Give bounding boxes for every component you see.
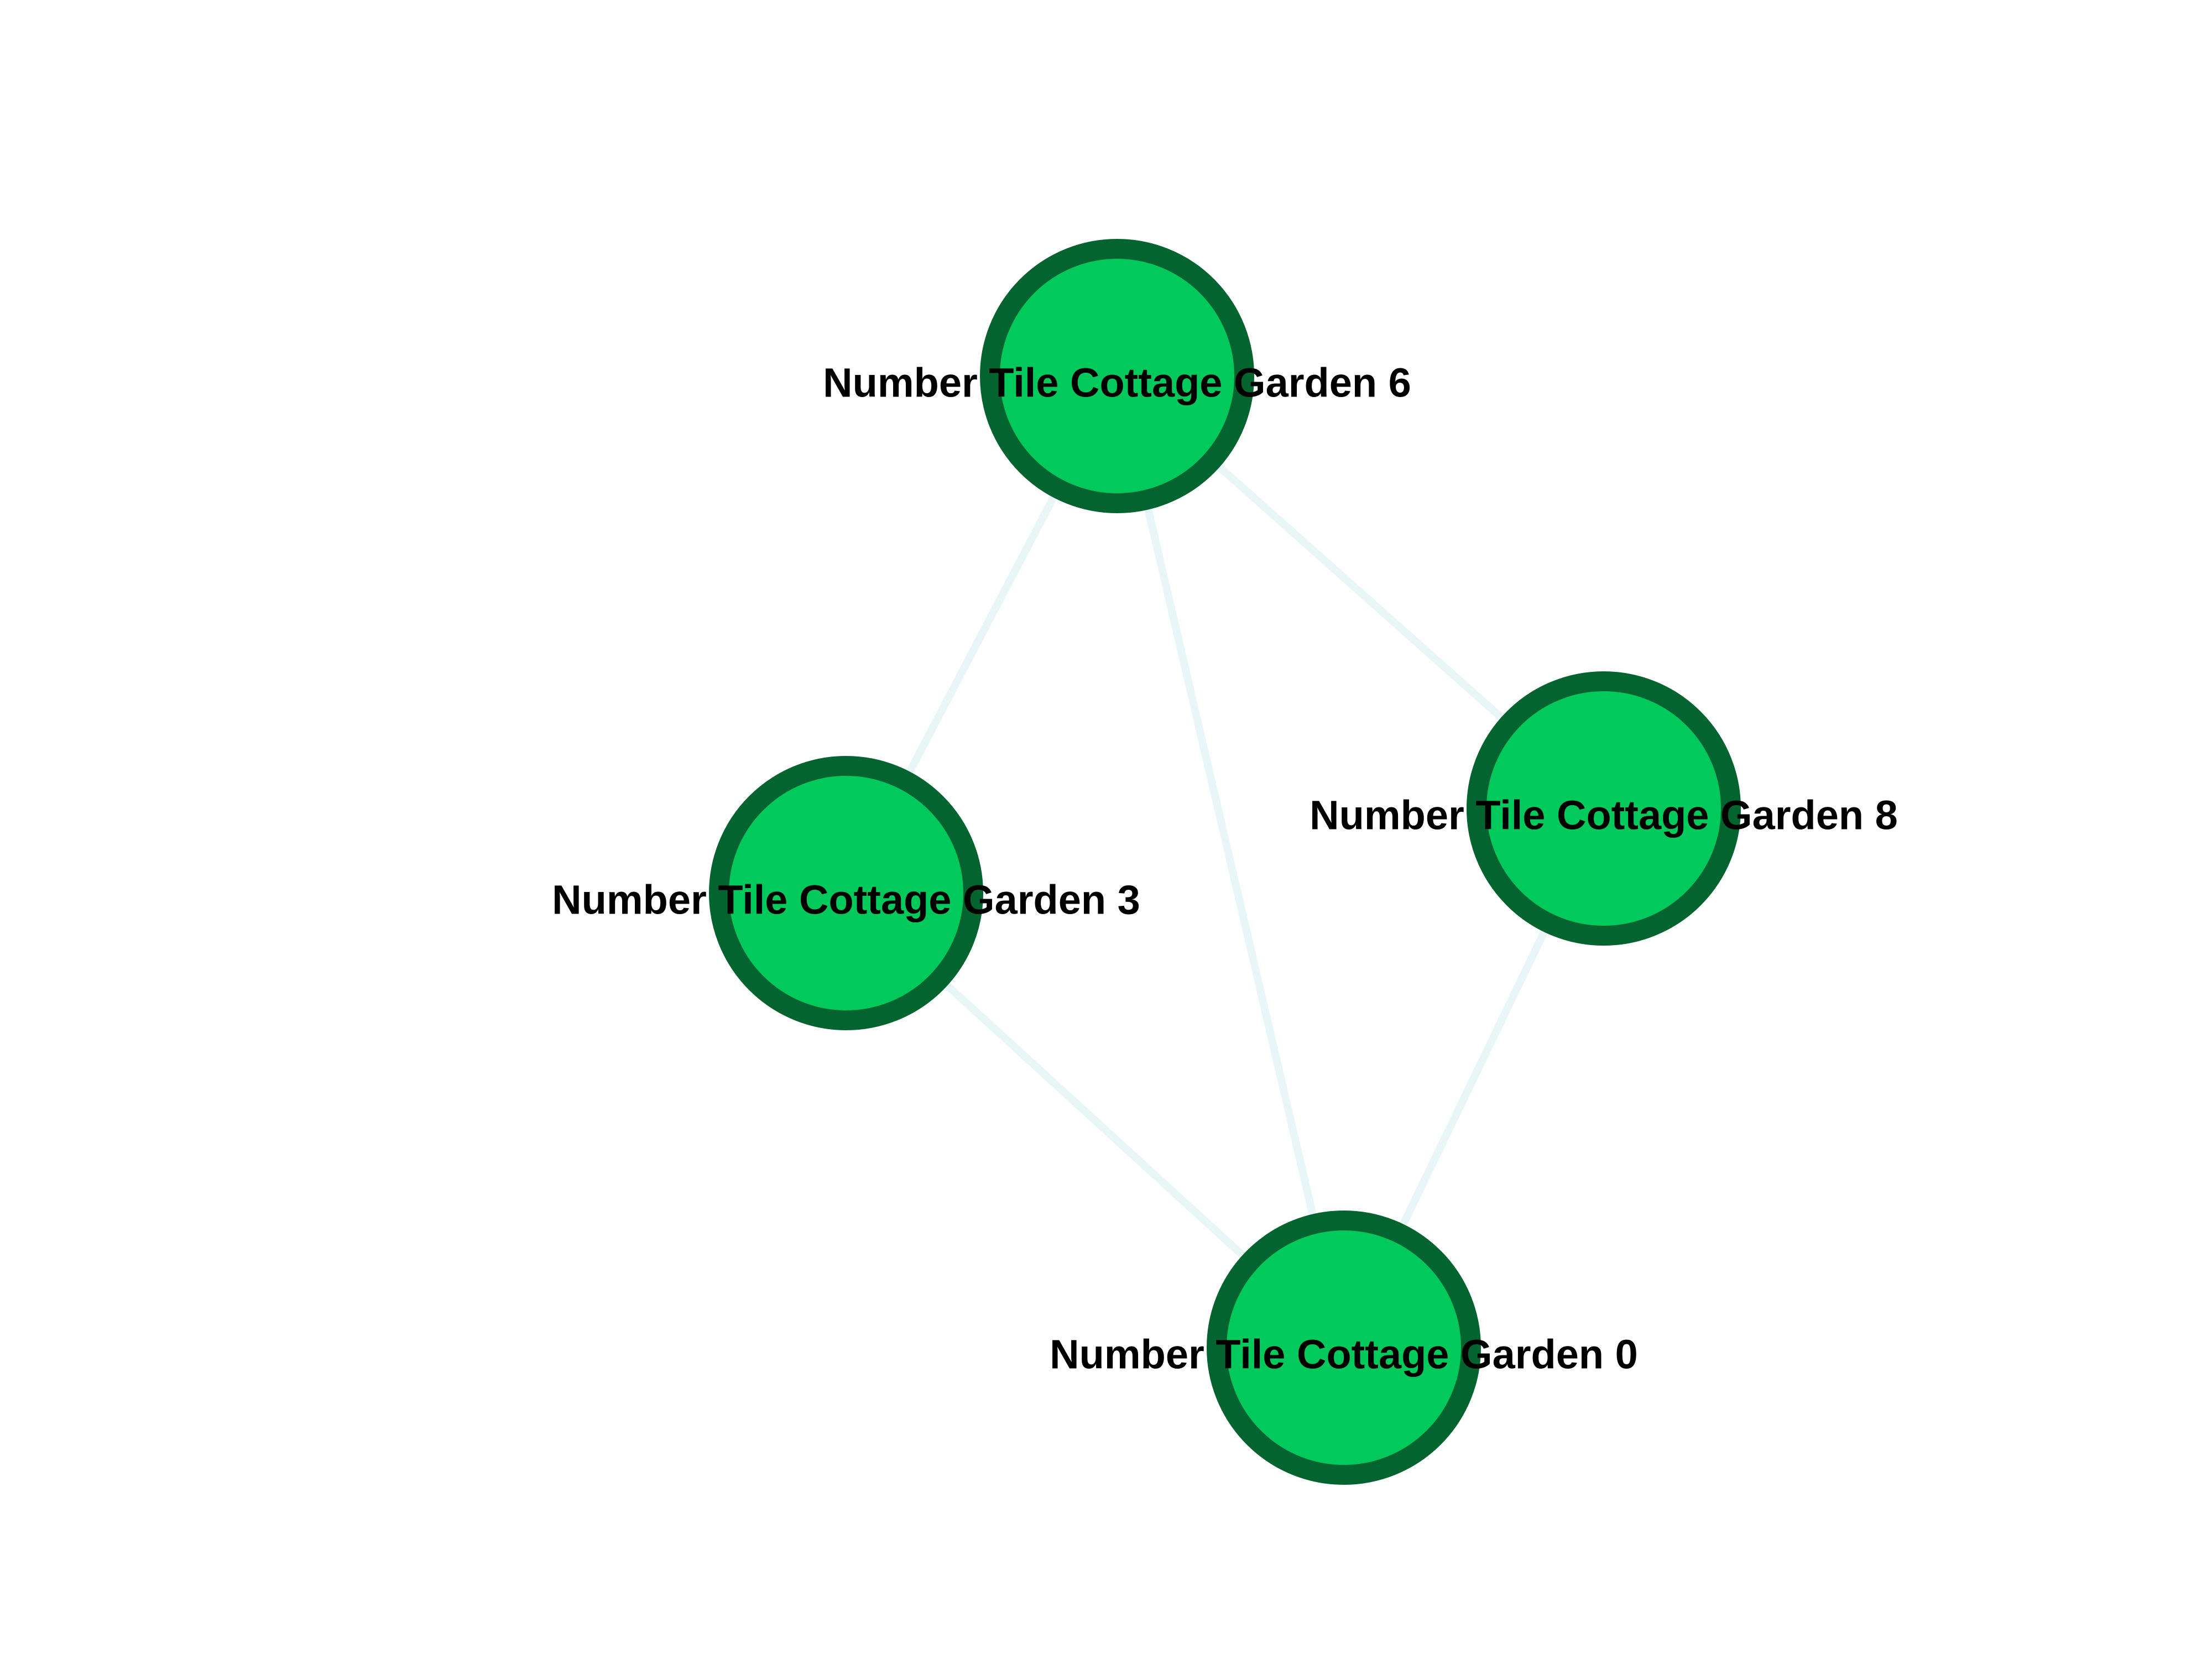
node-garden-8-circle xyxy=(1467,671,1741,946)
node-garden-3[interactable]: Number Tile Cottage Garden 3 xyxy=(552,756,1140,1030)
node-garden-0-circle xyxy=(1207,1211,1481,1485)
edge-n6-n0 xyxy=(1113,375,1348,1349)
node-garden-8[interactable]: Number Tile Cottage Garden 8 xyxy=(1310,671,1898,946)
nodes-layer: Number Tile Cottage Garden 6 Number Tile… xyxy=(552,239,1898,1485)
node-garden-6[interactable]: Number Tile Cottage Garden 6 xyxy=(823,239,1411,513)
node-garden-0[interactable]: Number Tile Cottage Garden 0 xyxy=(1050,1211,1638,1485)
node-garden-8-label: Number Tile Cottage Garden 8 xyxy=(1310,792,1898,838)
node-garden-6-circle xyxy=(980,239,1254,513)
node-garden-6-label: Number Tile Cottage Garden 6 xyxy=(823,360,1411,406)
node-garden-3-circle xyxy=(709,756,983,1030)
node-garden-0-label: Number Tile Cottage Garden 0 xyxy=(1050,1332,1638,1378)
node-garden-3-label: Number Tile Cottage Garden 3 xyxy=(552,877,1140,923)
